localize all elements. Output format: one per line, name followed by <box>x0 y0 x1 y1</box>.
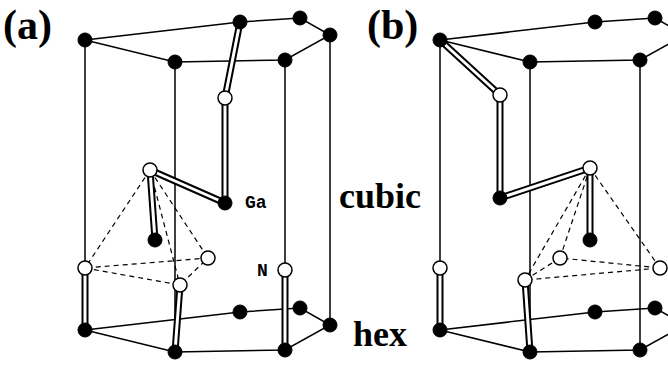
ga-atoms <box>78 11 668 359</box>
unit-cell-edges <box>85 18 668 352</box>
n-atoms <box>78 88 667 292</box>
atom-label: N <box>256 262 269 280</box>
atom-label: Ga <box>244 194 268 212</box>
stacking-label: cubic <box>338 178 422 214</box>
panel-label: (b) <box>366 4 419 46</box>
panel-label: (a) <box>2 4 53 46</box>
bonds <box>85 22 590 352</box>
stacking-label: hex <box>352 316 408 352</box>
tetrahedron-outline <box>85 168 660 285</box>
